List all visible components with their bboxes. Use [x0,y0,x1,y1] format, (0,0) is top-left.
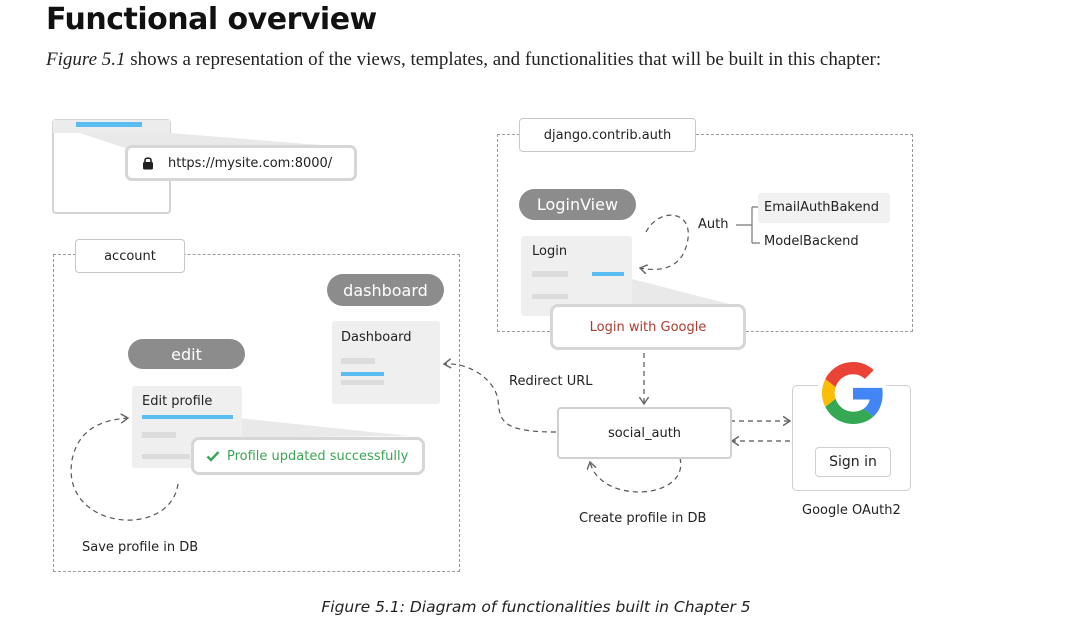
dashboard-card-title: Dashboard [341,330,412,345]
save-profile-label: Save profile in DB [82,540,199,555]
intro-text: shows a representation of the views, tem… [125,49,882,70]
edit-profile-card-title: Edit profile [142,394,213,409]
backend-highlight [758,193,890,223]
dashboard-accent-line [341,372,384,376]
browser-zoom-callout [80,133,358,148]
figure-reference: Figure 5.1 [46,49,126,70]
url-text: https://mysite.com:8000/ [168,155,333,171]
google-sign-in-button[interactable]: Sign in [815,447,891,477]
loginview-pill[interactable]: LoginView [519,189,636,220]
edit-zoom-callout [192,418,410,438]
save-profile-loop-arrow [70,418,179,521]
check-icon [206,451,220,462]
section-heading: Functional overview [46,2,377,37]
login-with-google-label: Login with Google [589,319,707,335]
login-placeholder-line [532,271,568,277]
login-loop-arrow [640,214,689,269]
edit-placeholder-line [142,454,190,459]
auth-label: Auth [698,217,729,232]
backend-email: EmailAuthBakend [764,200,879,215]
backend-model: ModelBackend [764,234,859,249]
redirect-arrow [444,364,557,433]
social-auth-box: social_auth [557,407,732,459]
figure-caption: Figure 5.1: Diagram of functionalities b… [321,598,751,616]
dashboard-view-pill[interactable]: dashboard [327,274,444,306]
lock-icon [143,157,153,170]
redirect-url-label: Redirect URL [509,374,593,389]
edit-accent-line [142,415,233,419]
google-g-icon [822,362,883,424]
create-profile-label: Create profile in DB [579,511,707,526]
edit-placeholder-line [142,432,176,438]
dashboard-placeholder-line [341,358,375,364]
login-with-google-button[interactable]: Login with Google [550,304,746,350]
success-toast: Profile updated successfully [191,437,425,475]
login-card-title: Login [532,244,568,259]
google-oauth2-label: Google OAuth2 [802,503,901,518]
create-profile-loop-arrow [590,457,682,493]
edit-view-pill[interactable]: edit [128,339,245,369]
login-placeholder-line [532,294,568,299]
dashboard-placeholder-line [341,380,384,385]
auth-bracket [736,206,760,244]
success-message: Profile updated successfully [227,448,409,464]
browser-active-tab [76,122,142,127]
account-label: account [75,239,185,273]
url-bar[interactable]: https://mysite.com:8000/ [125,145,357,181]
intro-paragraph: Figure 5.1 shows a representation of the… [46,46,1026,74]
login-accent-line [592,272,624,276]
account-region [53,254,460,572]
django-contrib-auth-label: django.contrib.auth [519,118,696,152]
